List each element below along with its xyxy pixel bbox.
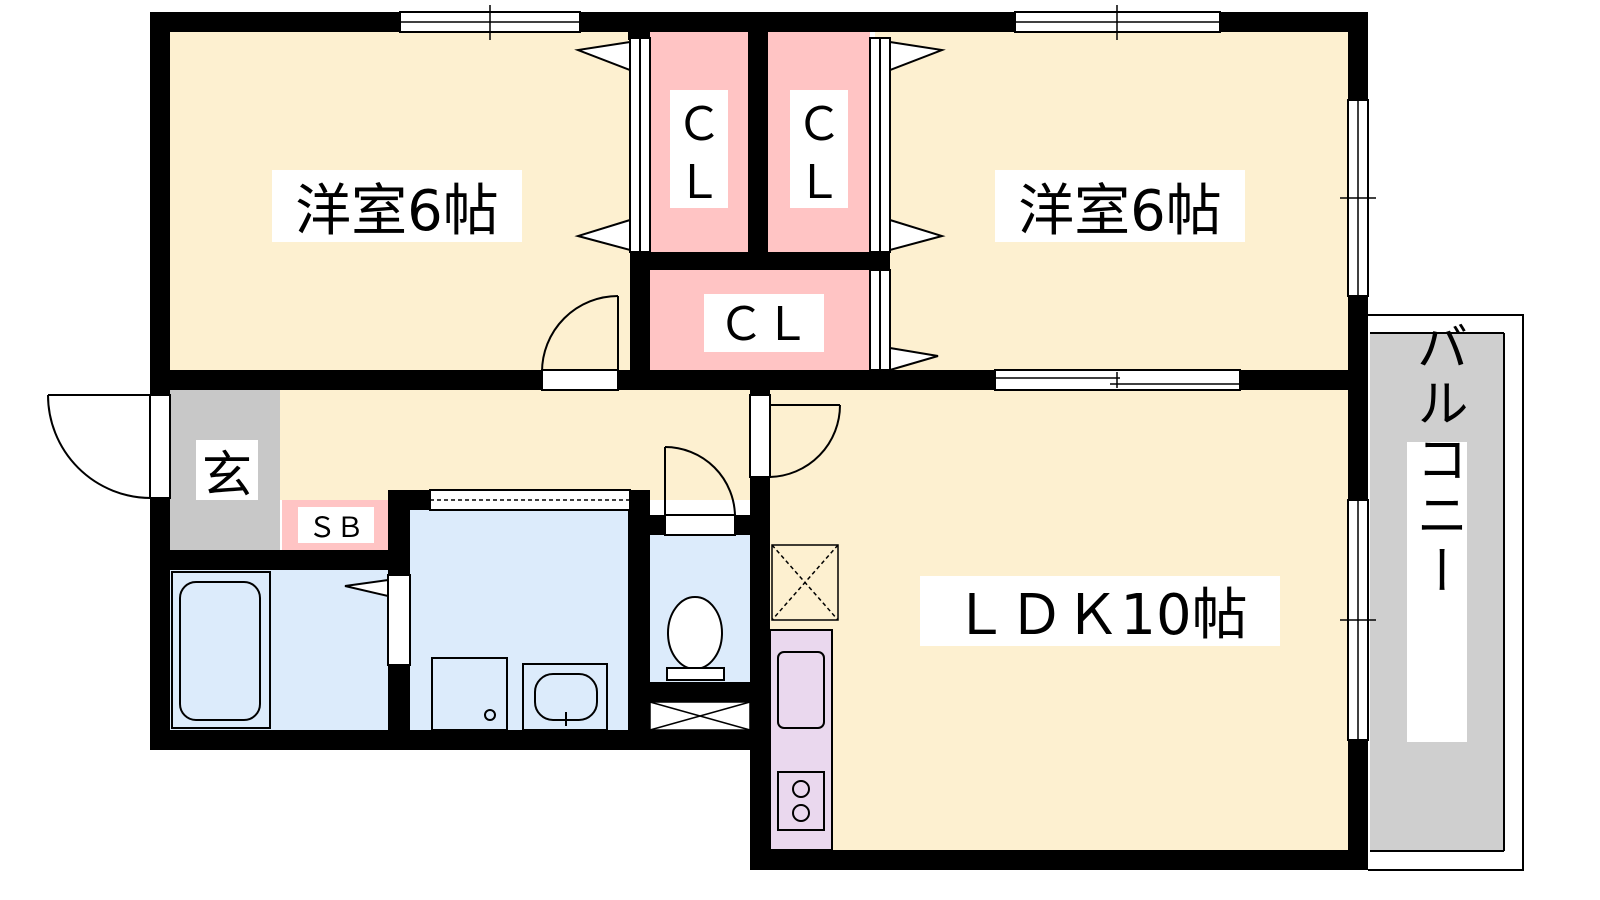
washroom — [410, 510, 630, 730]
label-bg — [196, 440, 258, 500]
closet-bottom-label: ＣＬ — [718, 297, 810, 351]
wash-basin — [522, 663, 608, 731]
ldk-label: ＬＤＫ10帖 — [952, 583, 1247, 648]
label-bg — [790, 90, 848, 208]
kitchen-sink — [777, 651, 825, 729]
bedroom-left-label: 洋室6帖 — [295, 179, 499, 244]
closet-left-label-c: Ｃ — [676, 97, 722, 151]
label-bg — [920, 576, 1280, 646]
shoe-box-label: ＳＢ — [308, 511, 364, 544]
balcony-rail — [1368, 314, 1524, 871]
balcony-label: バルコニー — [1407, 320, 1467, 600]
fridge-space — [771, 544, 839, 621]
windows — [399, 5, 1376, 741]
label-bg — [704, 294, 824, 352]
closet-doors — [574, 37, 946, 372]
bathroom — [170, 570, 390, 730]
label-bg — [298, 507, 374, 543]
stove — [777, 771, 825, 831]
closet-left-label-l: Ｌ — [676, 155, 722, 209]
bathtub — [171, 571, 271, 729]
toilet-bowl — [666, 596, 725, 681]
label-bg — [272, 170, 522, 242]
doors — [47, 295, 841, 666]
washing-machine — [431, 657, 508, 731]
entrance-label: 玄 — [202, 446, 252, 504]
kitchen-counter — [769, 629, 833, 851]
bedroom-right-label: 洋室6帖 — [1018, 179, 1222, 244]
label-bg — [1407, 442, 1467, 742]
closet-right-label-c: Ｃ — [796, 97, 842, 151]
label-bg — [670, 90, 728, 208]
closet-right-label-l: Ｌ — [796, 155, 842, 209]
label-bg — [995, 170, 1245, 242]
storage-x — [649, 701, 751, 731]
